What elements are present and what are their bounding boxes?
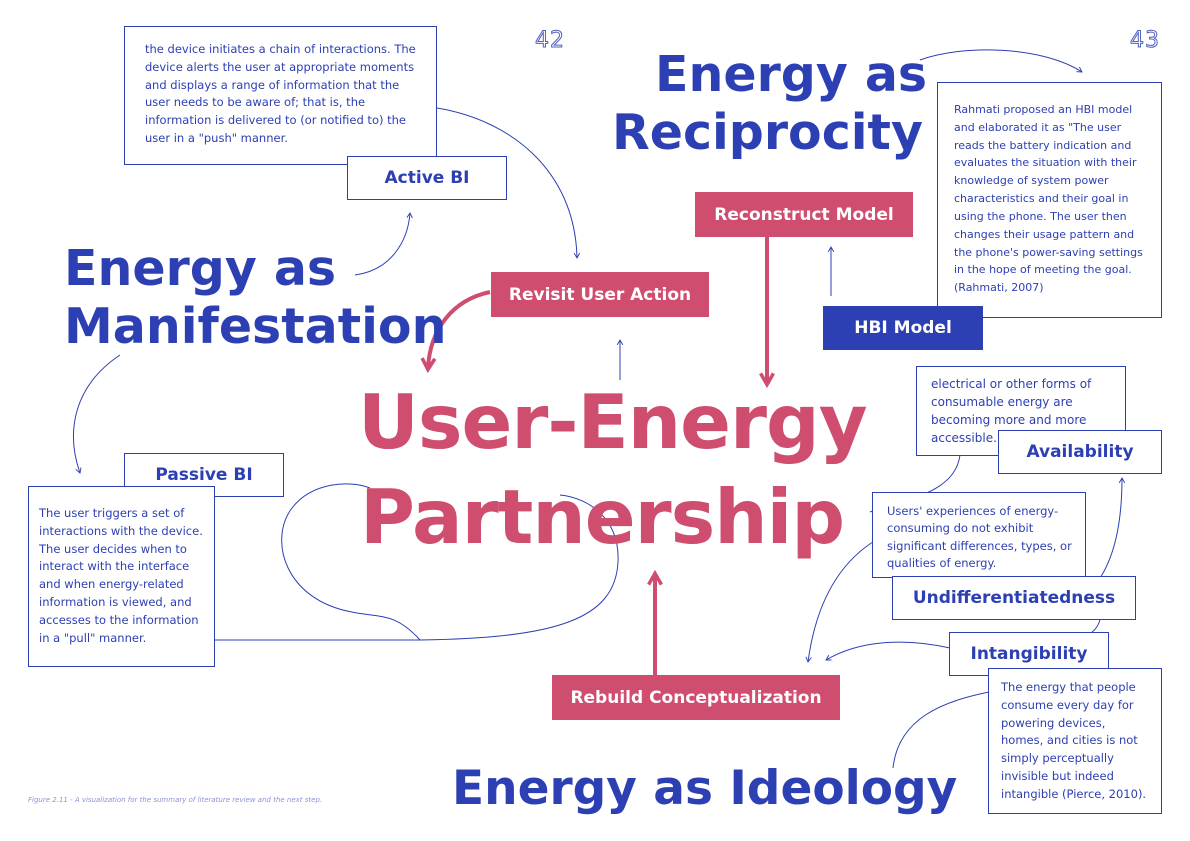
page-number-left: 42 <box>535 28 565 54</box>
arrow-intang <box>825 641 951 661</box>
line-undiff-to-intang <box>1091 619 1101 633</box>
heading-reciprocity-line1: Energy as <box>655 46 928 103</box>
arrow-manifestation-to-passive <box>73 354 121 474</box>
undifferentiatedness-label: Undifferentiatedness <box>892 576 1136 620</box>
hbi-description: Rahmati proposed an HBI model and elabor… <box>937 82 1162 318</box>
arrow-reciprocity-to-hbi <box>919 49 1083 73</box>
hbi-model-label: HBI Model <box>823 306 983 350</box>
center-title-line2: Partnership <box>360 473 845 561</box>
page-number-right: 43 <box>1130 28 1160 54</box>
arrow-revisit-to-center <box>428 290 491 368</box>
heading-reciprocity-line2: Reciprocity <box>612 104 923 161</box>
undifferentiatedness-description: Users' experiences of energy-consuming d… <box>872 492 1086 578</box>
line-ideology-to-intang <box>892 689 1001 769</box>
arrow-undiff <box>805 539 877 663</box>
active-bi-description: the device initiates a chain of interact… <box>124 26 437 165</box>
heading-manifestation-line2: Manifestation <box>64 298 447 355</box>
revisit-user-action-box: Revisit User Action <box>491 272 709 317</box>
rebuild-conceptualization-box: Rebuild Conceptualization <box>552 675 840 720</box>
availability-label: Availability <box>998 430 1162 474</box>
heading-manifestation-line1: Energy as <box>64 240 337 297</box>
arrow-manifestation-to-active <box>354 212 413 276</box>
reconstruct-model-box: Reconstruct Model <box>695 192 913 237</box>
line-partnership-bottom <box>351 611 421 641</box>
figure-caption: Figure 2.11 - A visualization for the su… <box>28 796 323 804</box>
arrow-active-to-revisit <box>436 107 581 259</box>
center-title-line1: User-Energy <box>358 378 868 466</box>
passive-bi-description: The user triggers a set of interactions … <box>28 486 215 667</box>
heading-ideology: Energy as Ideology <box>452 761 958 816</box>
loop-passive <box>215 483 619 641</box>
arrow-to-availability <box>1094 477 1126 586</box>
active-bi-label: Active BI <box>347 156 507 200</box>
intangibility-description: The energy that people consume every day… <box>988 668 1162 814</box>
